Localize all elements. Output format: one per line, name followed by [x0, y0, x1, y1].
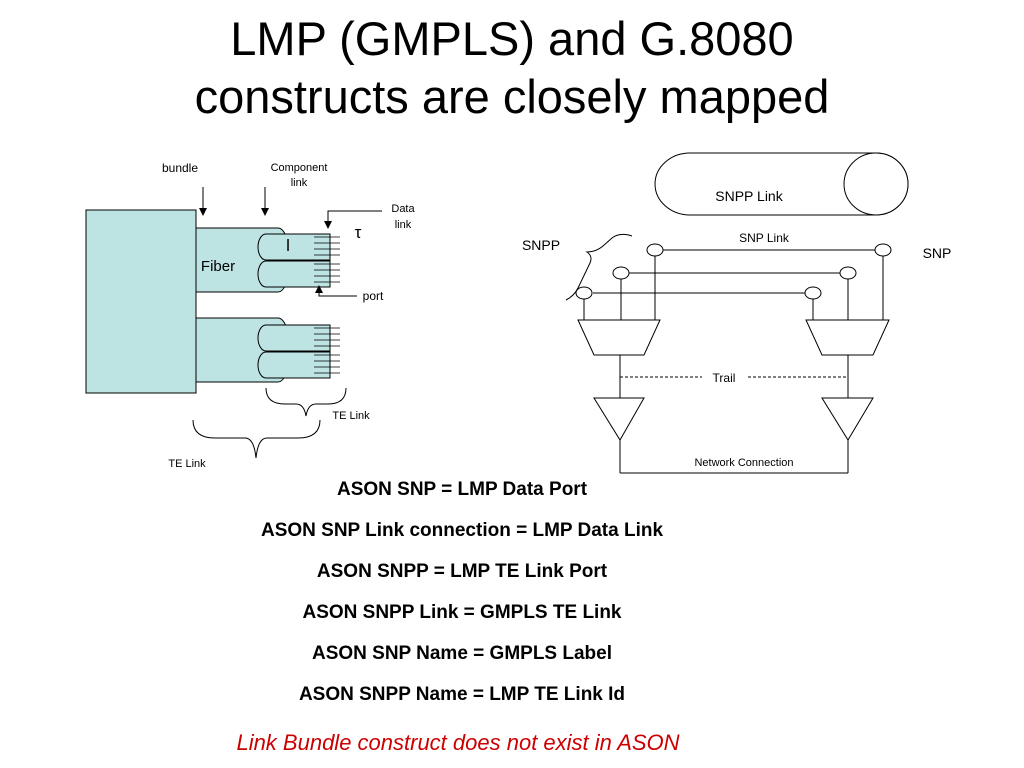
title-line-2: constructs are closely mapped	[194, 70, 830, 123]
fiber-upper	[194, 227, 340, 293]
component-link-label-1: Component	[271, 162, 328, 174]
right-diagram: SNPP Link SNPP SNP Link SNP	[522, 152, 952, 474]
mapping-item: ASON SNPP Link = GMPLS TE Link	[302, 602, 622, 623]
mapping-list: ASON SNP = LMP Data Port ASON SNP Link c…	[0, 475, 924, 721]
te-link-outer-label: TE Link	[168, 458, 206, 470]
network-connection-label: Network Connection	[694, 457, 793, 469]
mapping-item: ASON SNPP = LMP TE Link Port	[316, 561, 608, 582]
trail-label: Trail	[713, 371, 736, 385]
mapping-item: ASON SNP Name = GMPLS Label	[311, 643, 613, 664]
port-arrow	[315, 285, 357, 297]
title-line-1: LMP (GMPLS) and G.8080	[230, 12, 794, 65]
termination-right	[821, 397, 874, 441]
tau-label: τ	[355, 223, 362, 242]
snpp-link-label: SNPP Link	[715, 188, 783, 204]
matrix-right	[805, 319, 890, 356]
te-link-inner-brace	[265, 387, 347, 417]
snp-link-lines	[583, 249, 884, 320]
fiber-label: Fiber	[201, 258, 235, 275]
snp-ports	[575, 243, 892, 300]
matrix-left	[577, 319, 661, 356]
te-link-inner-label: TE Link	[332, 410, 370, 422]
data-link-label-2: link	[395, 219, 412, 231]
snp-link-label: SNP Link	[739, 231, 790, 245]
data-link-label-1: Data	[391, 203, 415, 215]
ason-note: Link Bundle construct does not exist in …	[236, 730, 680, 755]
port-label: port	[363, 289, 384, 303]
component-link-label-2: link	[291, 177, 308, 189]
snpp-link-cylinder	[654, 152, 909, 216]
left-diagram: bundle Component link Data link l τ Fibe…	[85, 161, 415, 470]
mapping-item: ASON SNPP Name = LMP TE Link Id	[298, 684, 626, 705]
bundle-label: bundle	[162, 161, 198, 175]
slide-title: LMP (GMPLS) and G.8080 constructs are cl…	[0, 10, 1024, 126]
lambda-label: l	[286, 236, 290, 255]
te-link-outer-brace	[192, 419, 321, 459]
snpp-label: SNPP	[522, 237, 560, 253]
termination-left	[593, 397, 645, 441]
mapping-item: ASON SNP Link connection = LMP Data Link	[260, 520, 664, 541]
data-link-arrow	[324, 210, 382, 229]
node-box	[85, 209, 197, 394]
fiber-lower	[194, 317, 340, 383]
snp-label: SNP	[923, 245, 952, 261]
mapping-item: ASON SNP = LMP Data Port	[336, 479, 588, 500]
